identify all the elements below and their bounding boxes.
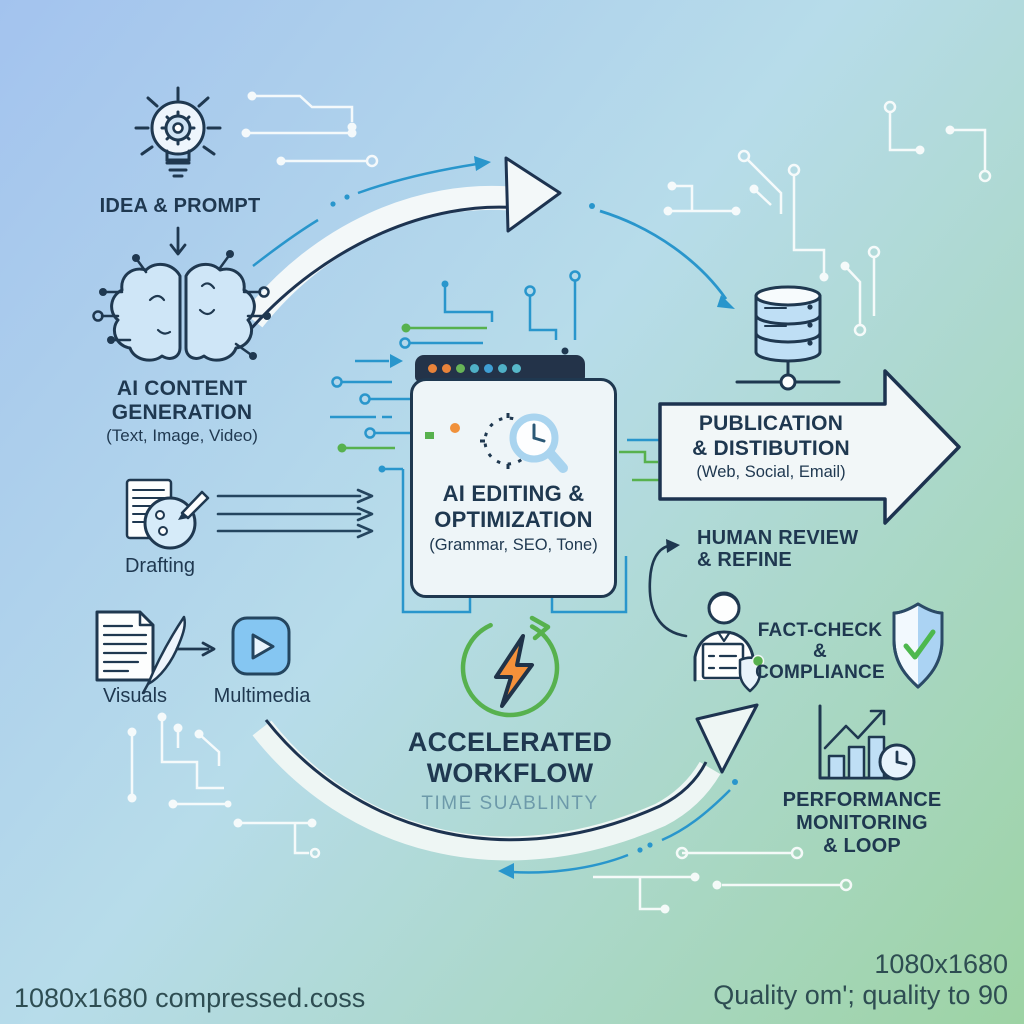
- human-review-block: HUMAN REVIEW & REFINE: [697, 527, 867, 571]
- factcheck-title-line3: COMPLIANCE: [755, 662, 885, 683]
- dashed-curve-arrow-top: [252, 156, 491, 267]
- down-arrow-icon: [169, 226, 187, 256]
- curved-swoosh-arrow-top: [243, 156, 562, 331]
- editing-title-line1: AI EDITING &: [442, 481, 585, 506]
- document-palette-icon: [125, 478, 210, 550]
- editing-title-line2: OPTIMIZATION: [434, 507, 593, 532]
- footer-left-text: 1080x1680 compressed.coss: [14, 983, 366, 1013]
- triple-arrow-icon: [216, 488, 374, 539]
- factcheck-title-line2: &: [813, 641, 827, 662]
- browser-dot: [498, 364, 507, 373]
- workflow-subtitle: TIME SUABLINTY: [421, 793, 599, 814]
- idea-prompt-title: IDEA & PROMPT: [99, 195, 261, 217]
- circuit-trace-bottom-right: [593, 846, 853, 914]
- generation-title-line1: AI CONTENT: [116, 377, 248, 400]
- publication-title-line2: & DISTIBUTION: [692, 437, 850, 460]
- editing-text: AI EDITING & OPTIMIZATION (Grammar, SEO,…: [413, 481, 614, 555]
- play-button-icon: [231, 616, 291, 676]
- browser-dot: [512, 364, 521, 373]
- footer-right-line1: 1080x1680: [874, 949, 1008, 979]
- person-checklist-icon: [693, 591, 765, 693]
- curve-arrow-to-database: [589, 203, 735, 309]
- browser-bar-icon: [415, 355, 585, 382]
- browser-dot: [456, 364, 465, 373]
- editing-subtitle: (Grammar, SEO, Tone): [429, 536, 598, 554]
- publication-title-line1: PUBLICATION: [698, 412, 844, 435]
- generation-subtitle: (Text, Image, Video): [106, 426, 258, 446]
- publication-block: PUBLICATION & DISTIBUTION (Web, Social, …: [666, 411, 876, 482]
- lightbulb-gear-icon: [134, 86, 222, 178]
- magnifier-clock-icon: [425, 413, 568, 473]
- factcheck-title-line1: FACT-CHECK: [757, 620, 883, 641]
- right-arrow-icon: [175, 641, 216, 657]
- footer-right-line2: Quality om'; quality to 90: [713, 980, 1008, 1010]
- circuit-trace-top-left: [241, 91, 379, 168]
- ai-brain-icon: [92, 250, 271, 362]
- monitoring-title-line2: MONITORING: [796, 812, 928, 834]
- circuit-trace-panel-left: [330, 270, 660, 614]
- shield-check-icon: [892, 602, 944, 689]
- review-title-line1: HUMAN REVIEW: [697, 527, 859, 549]
- document-feather-icon: [95, 610, 187, 695]
- browser-dot: [470, 364, 479, 373]
- lightning-cycle-icon: [460, 615, 560, 718]
- browser-dot: [484, 364, 493, 373]
- publication-arrow: [658, 369, 961, 525]
- monitoring-title-line3: & LOOP: [823, 835, 901, 857]
- hook-arrow-icon: [648, 539, 688, 638]
- drafting-label: Drafting: [124, 555, 196, 577]
- monitoring-title-line1: PERFORMANCE: [782, 789, 942, 811]
- footer-right-block: 1080x1680 Quality om'; quality to 90: [713, 949, 1008, 1011]
- circuit-trace-top-right: [663, 100, 992, 337]
- ai-editing-panel: AI EDITING & OPTIMIZATION (Grammar, SEO,…: [410, 378, 617, 598]
- fact-check-block: FACT-CHECK & COMPLIANCE: [745, 620, 895, 683]
- circuit-trace-bottom-left: [127, 712, 321, 859]
- curved-swoosh-arrow-bottom: [252, 703, 759, 861]
- ai-content-generation-block: AI CONTENT GENERATION (Text, Image, Vide…: [62, 377, 302, 446]
- bar-chart-clock-icon: [818, 704, 916, 781]
- visuals-label: Visuals: [102, 685, 168, 707]
- workflow-title-line2: WORKFLOW: [426, 758, 594, 788]
- accelerated-workflow-block: ACCELERATED WORKFLOW TIME SUABLINTY: [385, 727, 635, 815]
- multimedia-label: Multimedia: [213, 685, 311, 707]
- performance-monitoring-block: PERFORMANCE MONITORING & LOOP: [777, 789, 947, 858]
- gear-icon: [160, 110, 196, 146]
- workflow-title-line1: ACCELERATED: [407, 727, 613, 757]
- publication-subtitle: (Web, Social, Email): [696, 463, 846, 481]
- review-title-line2: & REFINE: [697, 549, 792, 571]
- generation-title-line2: GENERATION: [111, 400, 253, 424]
- dashed-curve-arrow-bottom: [498, 779, 738, 879]
- database-icon: [735, 285, 841, 391]
- browser-dot: [428, 364, 437, 373]
- browser-dot: [442, 364, 451, 373]
